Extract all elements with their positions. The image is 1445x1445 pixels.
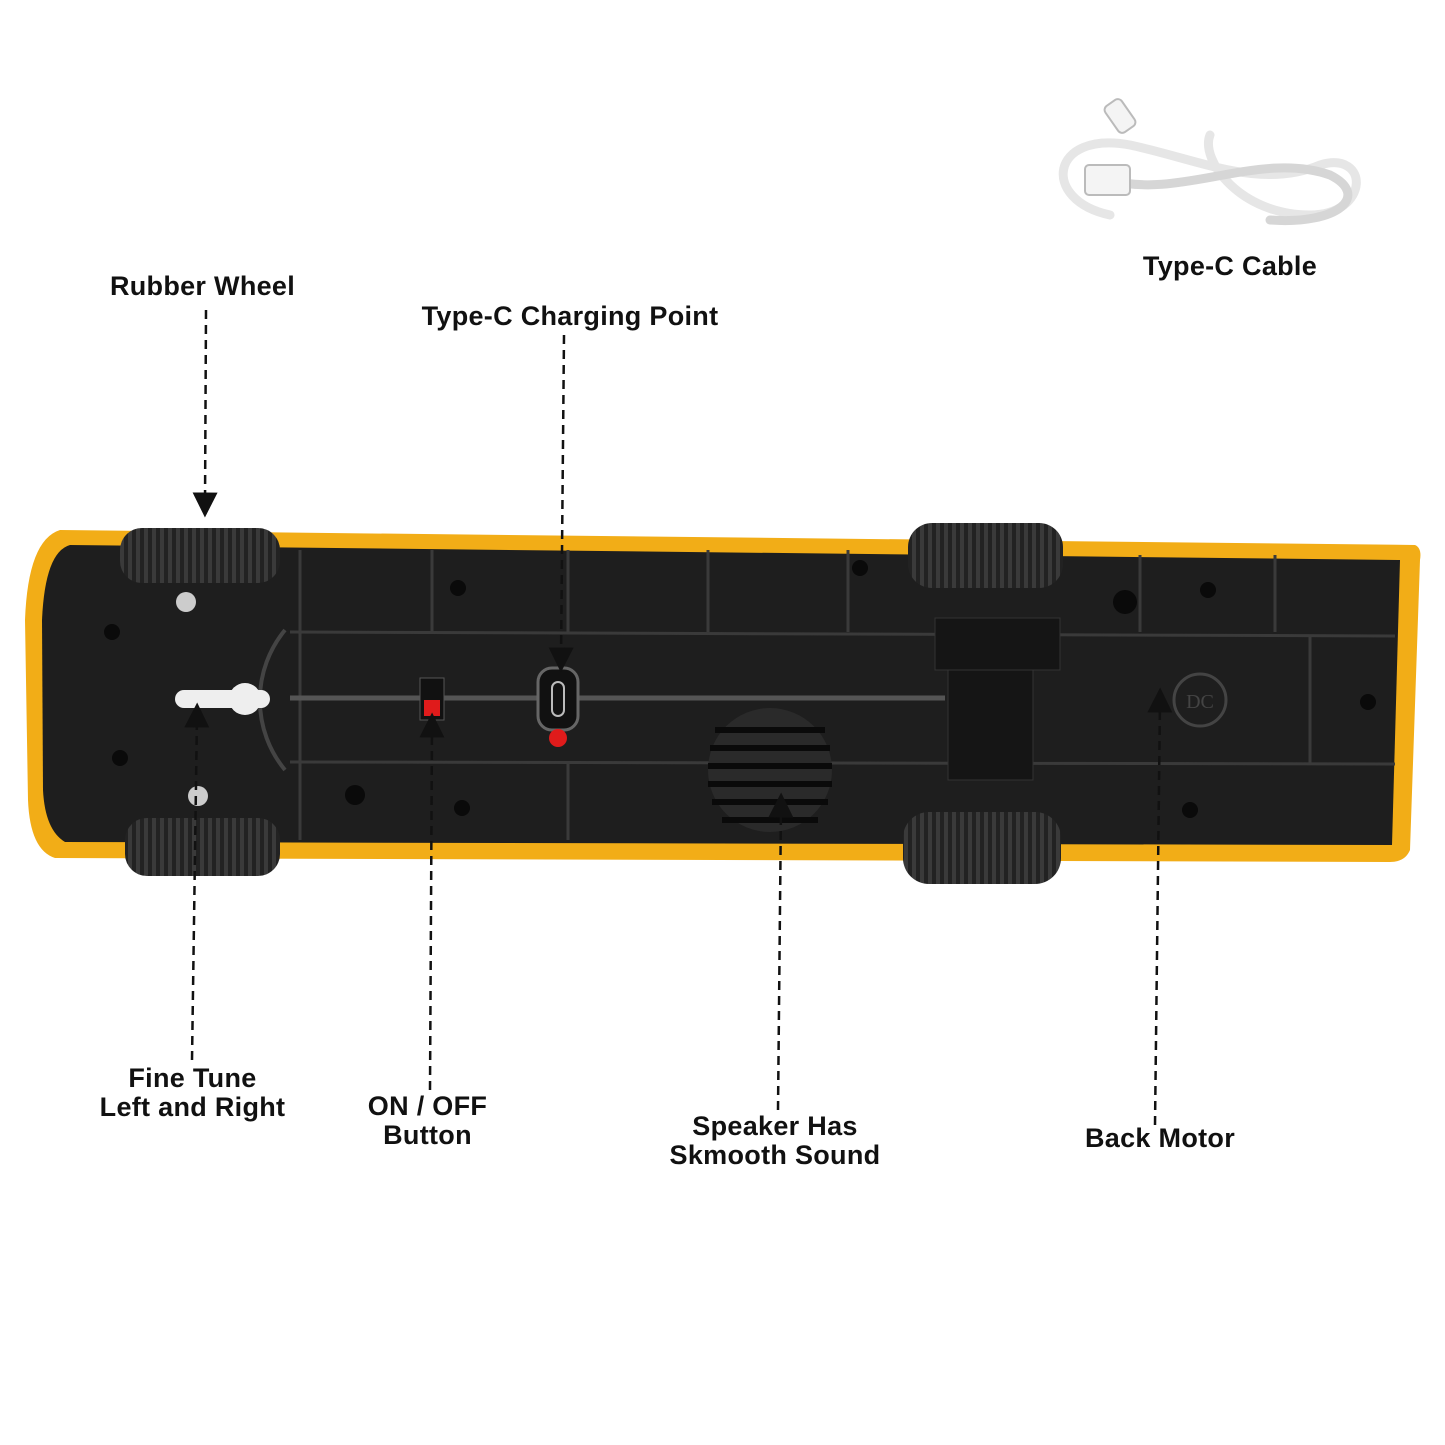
back-motor: DC: [934, 617, 1228, 781]
bus-underside: DC: [25, 523, 1421, 884]
label-on-off-line2: Button: [383, 1120, 472, 1150]
label-fine-tune-line2: Left and Right: [99, 1092, 286, 1122]
callout-lines: [184, 309, 1173, 1126]
svg-text:DC: DC: [1186, 691, 1214, 713]
label-fine-tune-line1: Fine Tune: [128, 1063, 257, 1093]
label-on-off-line1: ON / OFF: [367, 1091, 488, 1121]
label-fine-tune: Fine Tune Left and Right: [80, 1064, 305, 1122]
label-on-off: ON / OFF Button: [340, 1092, 515, 1150]
label-back-motor: Back Motor: [1084, 1123, 1236, 1153]
type-c-cable-image: [1058, 98, 1361, 226]
label-charging-point: Type-C Charging Point: [421, 301, 719, 331]
label-speaker-line1: Speaker Has: [692, 1111, 858, 1141]
rubber-wheels: [120, 523, 1063, 884]
label-speaker: Speaker Has Skmooth Sound: [655, 1112, 895, 1170]
on-off-switch: [419, 677, 445, 721]
label-rubber-wheel: Rubber Wheel: [109, 271, 296, 301]
speaker-grille: [708, 708, 832, 832]
label-cable: Type-C Cable: [1142, 251, 1318, 281]
label-speaker-line2: Skmooth Sound: [669, 1140, 881, 1170]
type-c-port: [536, 666, 580, 747]
